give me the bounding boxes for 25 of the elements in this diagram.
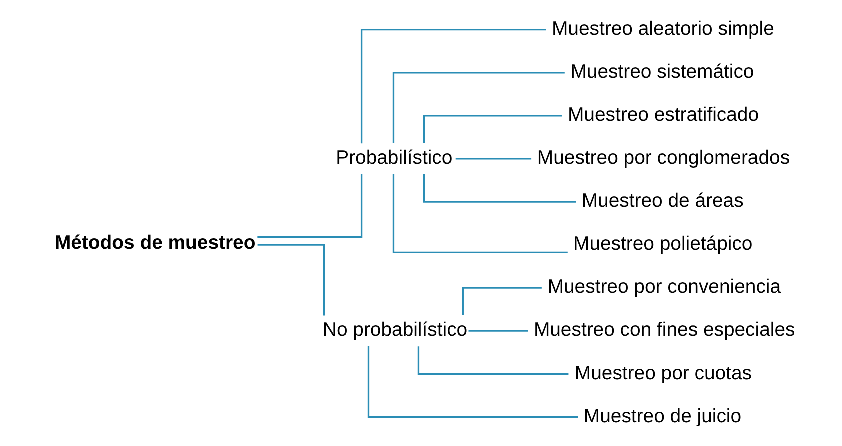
connector bbox=[360, 28, 546, 144]
connector bbox=[422, 174, 576, 202]
connector bbox=[257, 244, 325, 316]
node-text: Muestreo de juicio bbox=[583, 404, 742, 427]
node-text: Muestreo de áreas bbox=[581, 190, 744, 212]
connector bbox=[468, 330, 528, 332]
node-text: Muestreo por conveniencia bbox=[547, 276, 781, 298]
connector bbox=[417, 346, 568, 374]
node-text: Muestreo estratificado bbox=[567, 104, 759, 126]
node-text: Muestreo por cuotas bbox=[574, 362, 752, 384]
node-text: Muestreo por conglomerados bbox=[536, 146, 790, 169]
connector bbox=[392, 72, 564, 144]
node-text: No probabilístico bbox=[322, 318, 468, 341]
node-text: Muestreo con fines especiales bbox=[533, 318, 795, 341]
connector bbox=[455, 158, 532, 160]
node-text: Muestreo aleatorio simple bbox=[552, 17, 774, 40]
node-text: Métodos de muestreo bbox=[54, 231, 256, 254]
node-text: Muestreo polietápico bbox=[573, 232, 752, 255]
connector bbox=[367, 346, 578, 418]
connector bbox=[257, 174, 362, 238]
connector bbox=[462, 286, 542, 316]
node-text: Muestreo sistemático bbox=[570, 60, 754, 82]
connector bbox=[422, 114, 562, 143]
node-text: Probabilístico bbox=[336, 146, 452, 169]
connector bbox=[392, 174, 568, 253]
